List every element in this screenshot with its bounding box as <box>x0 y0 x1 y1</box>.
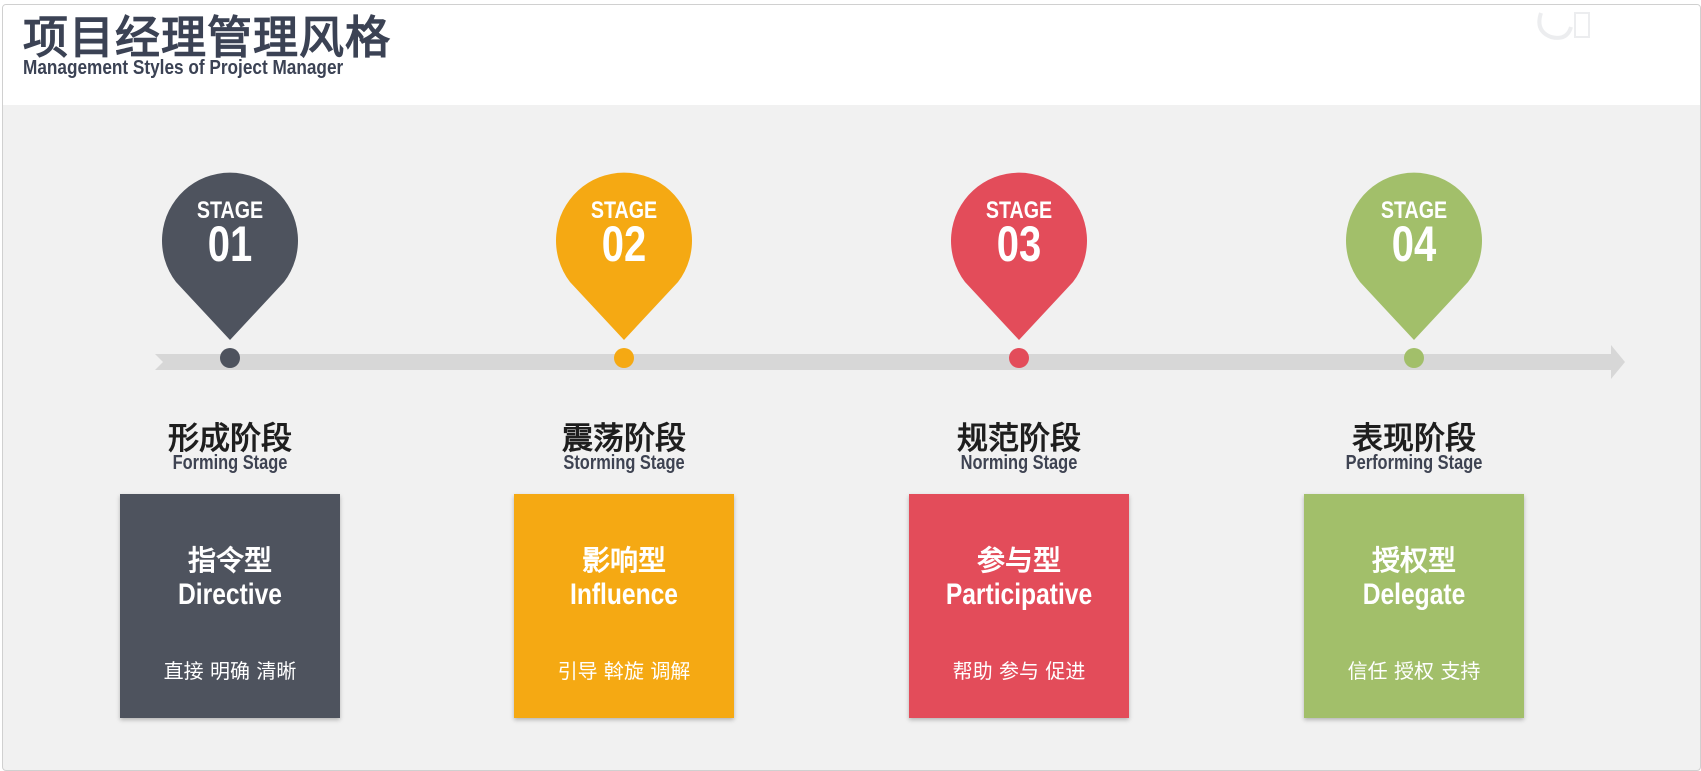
style-keywords: 帮助 参与 促进 <box>952 659 1086 683</box>
style-card <box>909 494 1129 718</box>
style-keywords: 引导 斡旋 调解 <box>557 659 691 683</box>
stage-label: STAGE <box>1380 197 1448 224</box>
style-name-cn: 授权型 <box>1371 544 1456 577</box>
style-card <box>1304 494 1524 718</box>
style-name-en: Directive <box>178 578 282 611</box>
style-name-en: Influence <box>569 578 678 611</box>
timeline-dot <box>614 348 634 368</box>
page-subtitle: Management Styles of Project Manager <box>23 57 344 79</box>
stage-name-cn: 震荡阶段 <box>562 421 686 457</box>
stage-02: STAGE 02 震荡阶段 Storming Stage 影响型 Influen… <box>504 5 744 770</box>
style-name-en: Delegate <box>1362 578 1466 611</box>
stage-03: STAGE 03 规范阶段 Norming Stage 参与型 Particip… <box>899 5 1139 770</box>
timeline-dot <box>1404 348 1424 368</box>
timeline-dot <box>1009 348 1029 368</box>
stage-name-en: Storming Stage <box>563 452 685 474</box>
header: 项目经理管理风格 Management Styles of Project Ma… <box>3 5 1700 105</box>
timeline-bar <box>155 345 1625 379</box>
style-keywords: 信任 授权 支持 <box>1347 659 1481 683</box>
stage-01: STAGE 01 形成阶段 Forming Stage 指令型 Directiv… <box>110 5 350 770</box>
stage-name-en: Performing Stage <box>1345 452 1483 474</box>
style-card <box>514 494 734 718</box>
slide: 项目经理管理风格 Management Styles of Project Ma… <box>2 4 1701 771</box>
stage-name-en: Forming Stage <box>172 452 288 474</box>
map-pin-icon <box>1346 172 1482 340</box>
map-pin-icon <box>162 172 298 340</box>
stage-04: STAGE 04 表现阶段 Performing Stage 授权型 Deleg… <box>1294 5 1534 770</box>
timeline: STAGE 01 形成阶段 Forming Stage 指令型 Directiv… <box>3 5 1700 770</box>
style-name-cn: 指令型 <box>187 544 272 577</box>
map-pin-icon <box>951 172 1087 340</box>
page-title: 项目经理管理风格 <box>23 11 392 64</box>
stage-name-cn: 规范阶段 <box>957 421 1081 457</box>
stage-name-cn: 表现阶段 <box>1352 421 1476 457</box>
stage-number: 01 <box>207 216 253 272</box>
style-keywords: 直接 明确 清晰 <box>163 659 297 683</box>
style-card <box>120 494 340 718</box>
stage-number: 02 <box>601 216 647 272</box>
stage-label: STAGE <box>590 197 658 224</box>
stage-number: 03 <box>996 216 1042 272</box>
style-name-cn: 影响型 <box>581 544 666 577</box>
map-pin-icon <box>556 172 692 340</box>
style-name-cn: 参与型 <box>976 544 1061 577</box>
stage-name-cn: 形成阶段 <box>168 421 292 457</box>
stage-label: STAGE <box>196 197 264 224</box>
timeline-dot <box>220 348 240 368</box>
timeline-arrow <box>155 345 1625 379</box>
stage-label: STAGE <box>985 197 1053 224</box>
watermark-logo-icon <box>1537 12 1590 40</box>
style-name-en: Participative <box>945 578 1093 611</box>
stage-number: 04 <box>1391 216 1437 272</box>
stage-name-en: Norming Stage <box>960 452 1078 474</box>
